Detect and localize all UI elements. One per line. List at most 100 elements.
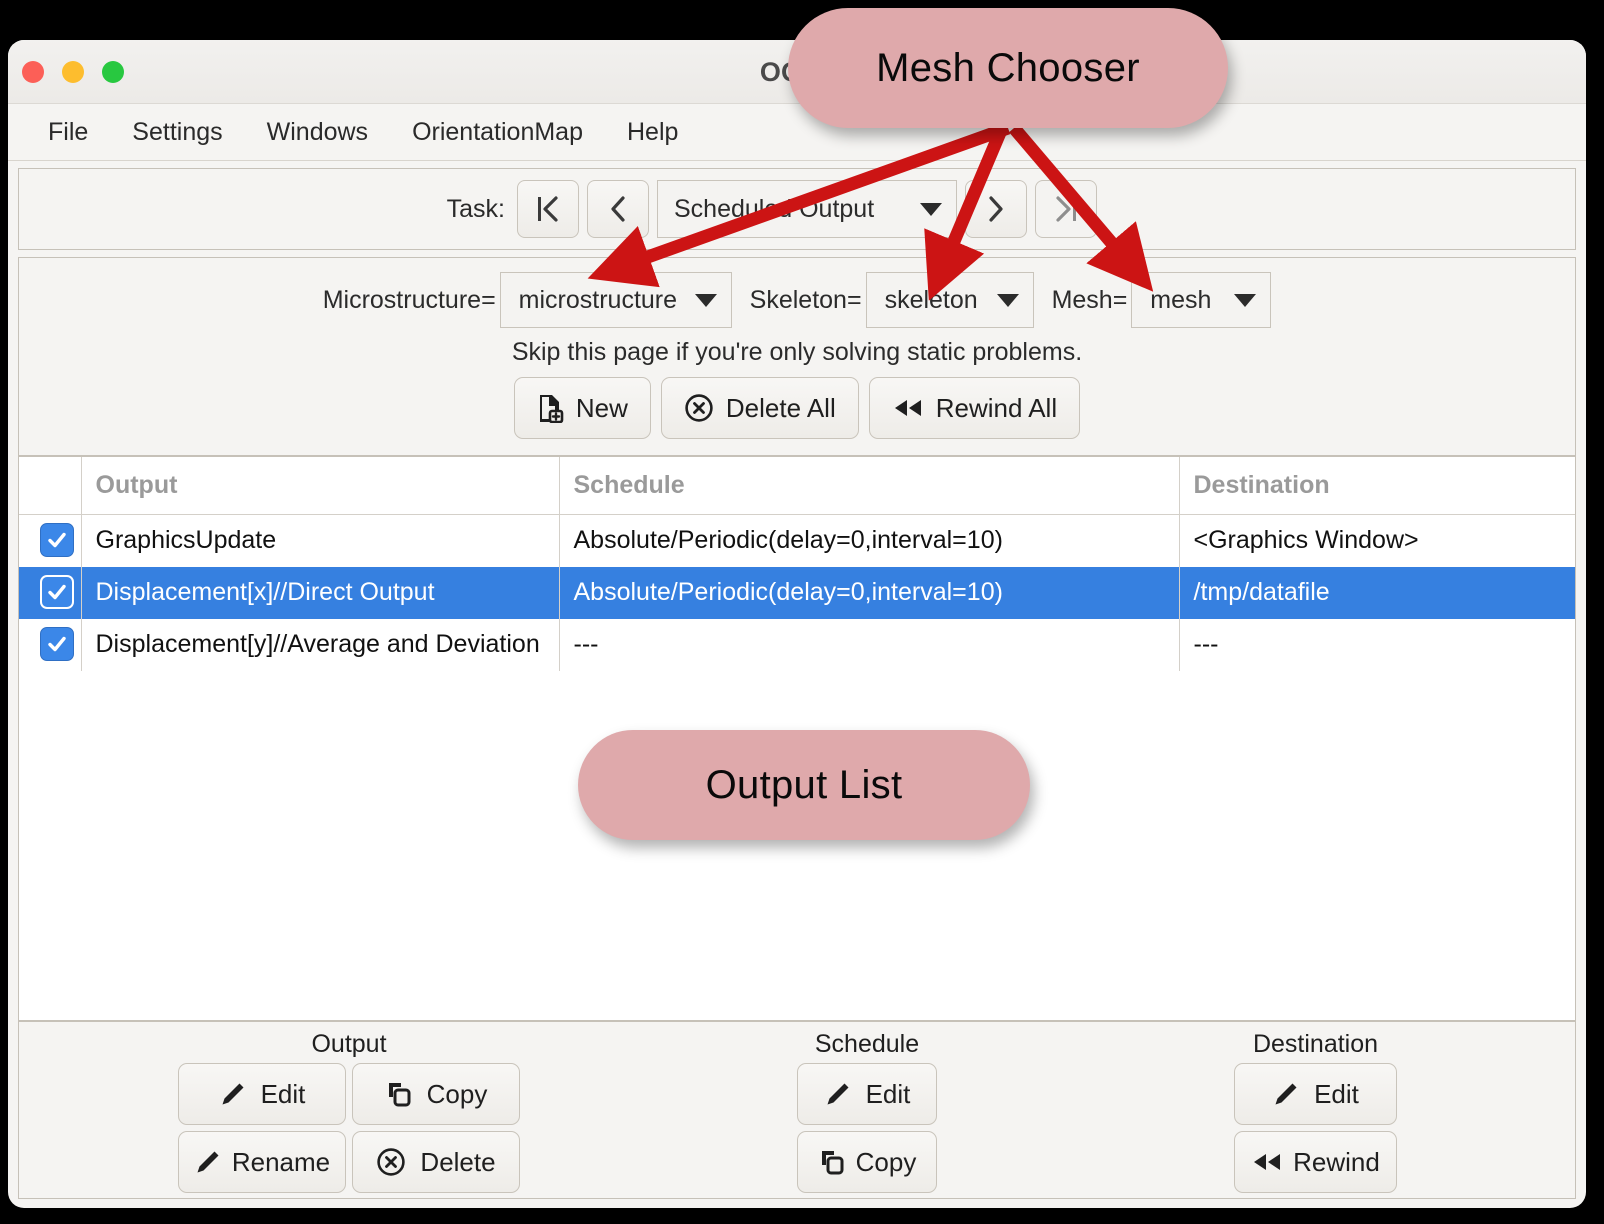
pencil-icon — [194, 1148, 222, 1176]
skeleton-chooser[interactable]: skeleton — [865, 272, 1034, 328]
table-row[interactable]: GraphicsUpdate Absolute/Periodic(delay=0… — [19, 514, 1575, 567]
output-rename-label: Rename — [231, 1146, 331, 1177]
window-controls — [22, 61, 124, 83]
new-button-label: New — [575, 392, 628, 423]
chevron-down-icon — [920, 202, 942, 216]
output-list-panel[interactable]: Output Schedule Destination — [18, 456, 1576, 1021]
schedule-group-row-1: Edit — [797, 1063, 937, 1131]
chevron-left-icon — [611, 196, 625, 222]
output-delete-label: Delete — [420, 1146, 496, 1177]
first-page-icon — [538, 196, 558, 222]
destination-edit-label: Edit — [1314, 1078, 1359, 1109]
minimize-button[interactable] — [62, 61, 84, 83]
microstructure-chooser[interactable]: microstructure — [499, 272, 732, 328]
menu-settings[interactable]: Settings — [132, 117, 223, 146]
output-delete-button[interactable]: Delete — [352, 1131, 520, 1193]
schedule-group-row-2: Copy — [797, 1131, 937, 1199]
header-output[interactable]: Output — [81, 457, 560, 515]
header-destination[interactable]: Destination — [1179, 457, 1575, 515]
bottom-action-panel: Output Edit — [18, 1021, 1576, 1199]
oof2-main-window: OOF2 File Settings Windows OrientationMa… — [8, 40, 1586, 1208]
destination-rewind-button[interactable]: Rewind — [1234, 1131, 1397, 1193]
menu-file[interactable]: File — [48, 117, 89, 146]
schedule-action-group: Schedule Edit — [797, 1022, 937, 1199]
output-edit-label: Edit — [260, 1078, 306, 1109]
callout-output-list: Output List — [578, 730, 1030, 840]
microstructure-value: microstructure — [518, 285, 678, 314]
destination-edit-button[interactable]: Edit — [1234, 1063, 1397, 1125]
task-label: Task: — [446, 194, 505, 223]
output-rename-button[interactable]: Rename — [178, 1131, 346, 1193]
schedule-edit-label: Edit — [865, 1078, 911, 1109]
output-settings-panel: Microstructure= microstructure Skeleton=… — [18, 257, 1576, 456]
destination-group-label: Destination — [1252, 1030, 1379, 1058]
output-action-group: Output Edit — [174, 1022, 524, 1199]
task-first-button[interactable] — [517, 180, 579, 238]
output-edit-button[interactable]: Edit — [178, 1063, 346, 1125]
row-schedule-cell[interactable]: Absolute/Periodic(delay=0,interval=10) — [559, 514, 1180, 567]
output-group-label: Output — [311, 1030, 387, 1058]
task-prev-button[interactable] — [587, 180, 649, 238]
row-checkbox[interactable] — [39, 523, 74, 558]
row-destination-cell[interactable]: <Graphics Window> — [1193, 526, 1419, 555]
mesh-chooser[interactable]: mesh — [1131, 272, 1272, 328]
copy-icon — [385, 1080, 413, 1108]
check-icon — [48, 533, 66, 548]
chevron-down-icon — [694, 293, 717, 307]
menu-help[interactable]: Help — [627, 117, 679, 146]
row-schedule-cell[interactable]: Absolute/Periodic(delay=0,interval=10) — [559, 566, 1180, 619]
output-group-row-2: Rename Delete — [174, 1131, 524, 1199]
task-panel: Task: Scheduled Output — [18, 168, 1576, 250]
destination-rewind-label: Rewind — [1293, 1146, 1380, 1177]
chooser-row: Microstructure= microstructure Skeleton=… — [19, 258, 1575, 332]
row-output-cell[interactable]: GraphicsUpdate — [81, 514, 560, 567]
row-enabled-cell[interactable] — [19, 618, 82, 671]
row-destination-cell[interactable]: --- — [1193, 630, 1219, 658]
task-next-button[interactable] — [965, 180, 1027, 238]
chevron-down-icon — [1234, 293, 1257, 307]
task-combobox[interactable]: Scheduled Output — [657, 180, 957, 238]
header-enabled[interactable] — [19, 457, 82, 515]
row-checkbox[interactable] — [39, 575, 74, 609]
rewind-icon — [1251, 1151, 1283, 1173]
check-icon — [48, 636, 66, 652]
output-list-table: Output Schedule Destination — [19, 457, 1575, 671]
output-copy-label: Copy — [426, 1078, 488, 1109]
destination-group-row-2: Rewind — [1234, 1131, 1397, 1199]
row-enabled-cell[interactable] — [19, 566, 82, 619]
delete-circle-icon — [684, 393, 714, 423]
schedule-edit-button[interactable]: Edit — [797, 1063, 937, 1125]
copy-icon — [818, 1148, 846, 1176]
table-row[interactable]: Displacement[x]//Direct Output Absolute/… — [19, 566, 1575, 619]
header-schedule[interactable]: Schedule — [559, 457, 1180, 515]
skeleton-label: Skeleton= — [749, 285, 862, 314]
delete-all-button[interactable]: Delete All — [660, 377, 859, 439]
static-problem-hint: Skip this page if you're only solving st… — [511, 338, 1083, 366]
menu-orientationmap[interactable]: OrientationMap — [412, 117, 583, 146]
row-output-cell[interactable]: Displacement[x]//Direct Output — [81, 566, 560, 619]
task-combobox-value: Scheduled Output — [674, 194, 875, 223]
menu-windows[interactable]: Windows — [266, 117, 369, 146]
zoom-button[interactable] — [102, 61, 124, 83]
row-output-cell[interactable]: Displacement[y]//Average and Deviation — [81, 618, 560, 671]
close-button[interactable] — [22, 61, 44, 83]
row-enabled-cell[interactable] — [19, 514, 82, 567]
task-row: Task: Scheduled Output — [19, 169, 1575, 249]
row-schedule-cell[interactable]: --- — [559, 618, 1180, 671]
row-checkbox[interactable] — [39, 627, 74, 661]
pencil-icon — [219, 1080, 247, 1108]
schedule-copy-button[interactable]: Copy — [797, 1131, 937, 1193]
new-button[interactable]: New — [513, 377, 651, 439]
rewind-all-button[interactable]: Rewind All — [868, 377, 1081, 439]
schedule-copy-label: Copy — [855, 1146, 917, 1177]
last-page-icon — [1056, 196, 1076, 222]
delete-circle-icon — [376, 1147, 406, 1177]
row-destination-cell[interactable]: /tmp/datafile — [1179, 566, 1575, 619]
table-header-row: Output Schedule Destination — [19, 457, 1575, 515]
destination-action-group: Destination Edit — [1234, 1022, 1397, 1199]
callout-mesh-chooser: Mesh Chooser — [788, 8, 1228, 128]
output-copy-button[interactable]: Copy — [352, 1063, 520, 1125]
task-last-button[interactable] — [1035, 180, 1097, 238]
table-row[interactable]: Displacement[y]//Average and Deviation -… — [19, 618, 1575, 671]
